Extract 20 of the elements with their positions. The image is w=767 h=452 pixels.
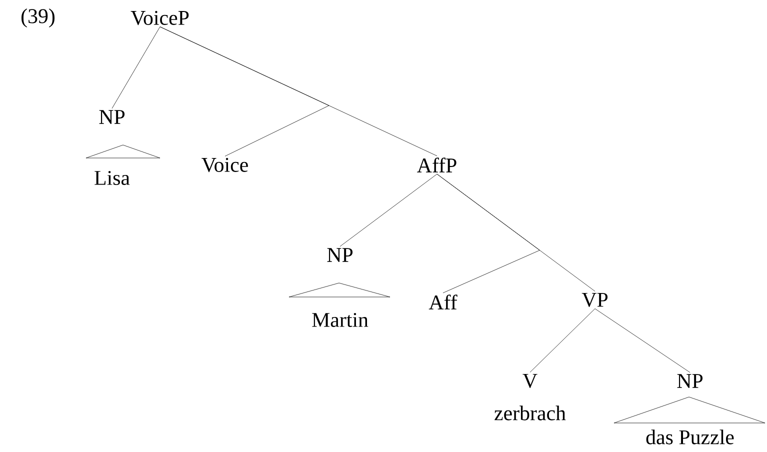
triangle-leaf-drawing: das Puzzle [614, 396, 766, 444]
leaf-word: zerbrach [494, 406, 566, 420]
category-label: VoiceP [130, 10, 189, 26]
branch-line [530, 308, 596, 372]
branch-line [112, 26, 160, 109]
branch-line [160, 26, 438, 156]
branch-line [594, 308, 690, 373]
category-label: VP [582, 292, 608, 307]
triangle-leaf-drawing: Martin [288, 282, 390, 328]
triangle-leaf-drawing: Lisa [86, 144, 160, 186]
category-label: V [522, 374, 538, 388]
category-label: AffP [417, 158, 456, 172]
category-label: Voice [202, 158, 248, 172]
branch-line [436, 174, 596, 292]
category-label: NP [99, 110, 125, 124]
branch-line [340, 174, 438, 247]
category-label: NP [677, 374, 703, 388]
example-number: (39) [22, 8, 55, 28]
category-label: NP [327, 248, 353, 262]
category-label: Aff [428, 294, 458, 310]
